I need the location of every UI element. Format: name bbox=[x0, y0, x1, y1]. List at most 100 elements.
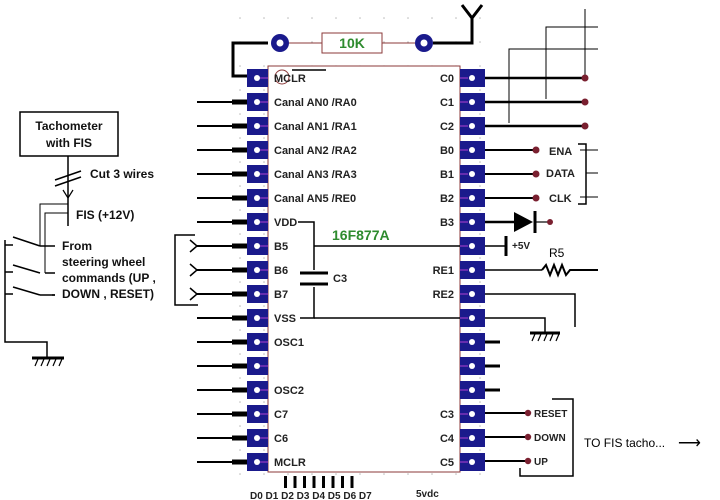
left-circuit: Tachometer with FIS Cut 3 wires FIS (+12… bbox=[4, 111, 199, 367]
fis-bracket bbox=[519, 398, 574, 477]
right-pin bbox=[460, 333, 485, 351]
right-pin-label: C0 bbox=[440, 73, 454, 85]
right-pin: C3 bbox=[440, 405, 485, 423]
right-pin bbox=[460, 381, 485, 399]
steering-line1: From bbox=[62, 239, 92, 253]
left-pin-label: B6 bbox=[274, 265, 288, 277]
lcd-bracket bbox=[578, 143, 587, 205]
steering-line2: steering wheel bbox=[62, 255, 145, 269]
left-pin-label: MCLR bbox=[274, 457, 306, 469]
left-pin-label: VDD bbox=[274, 217, 297, 229]
left-pin-label: C6 bbox=[274, 433, 288, 445]
left-pin-label: B7 bbox=[274, 289, 288, 301]
left-pin-label: B5 bbox=[274, 241, 288, 253]
left-pin: Canal AN0 /RA0 bbox=[197, 93, 357, 111]
lcd-signal-ena: ENA bbox=[549, 146, 572, 158]
right-pin-label: RE1 bbox=[433, 265, 454, 277]
right-pin-label: C3 bbox=[440, 409, 454, 421]
left-pin: Canal AN3 /RA3 bbox=[197, 165, 357, 183]
right-pin: B3 bbox=[440, 213, 485, 231]
left-pin: OSC1 bbox=[197, 333, 304, 351]
left-pin: Canal AN1 /RA1 bbox=[197, 117, 357, 135]
data-bus bbox=[284, 476, 354, 488]
left-pin-label: Canal AN0 /RA0 bbox=[274, 97, 357, 109]
steering-line3: commands (UP , bbox=[62, 271, 156, 285]
right-pin-label: B3 bbox=[440, 217, 454, 229]
left-pin: B6 bbox=[197, 261, 288, 279]
fis-output-reset: RESET bbox=[534, 409, 567, 420]
node-c0 bbox=[581, 74, 589, 82]
left-pin-label: Canal AN1 /RA1 bbox=[274, 121, 357, 133]
left-pin: Canal AN2 /RA2 bbox=[197, 141, 357, 159]
left-pin-label: C7 bbox=[274, 409, 288, 421]
tachometer-line1: Tachometer bbox=[35, 119, 102, 133]
left-pin: C6 bbox=[197, 429, 288, 447]
right-pin-label: RE2 bbox=[433, 289, 454, 301]
right-pin bbox=[460, 237, 485, 255]
right-pin: RE1 bbox=[433, 261, 485, 279]
lcd-signal-clk: CLK bbox=[549, 193, 572, 205]
data-bus-label: D0 D1 D2 D3 D4 D5 D6 D7 bbox=[250, 491, 372, 500]
tachometer-box bbox=[19, 111, 119, 157]
cut-wires-label: Cut 3 wires bbox=[90, 167, 154, 181]
capacitor-c3: C3 bbox=[298, 221, 460, 319]
bus-line bbox=[312, 476, 316, 488]
left-pin: OSC2 bbox=[197, 381, 304, 399]
left-pin: MCLR bbox=[247, 69, 306, 87]
steering-line4: DOWN , RESET) bbox=[62, 287, 154, 301]
bus-line bbox=[322, 476, 325, 488]
bus-line bbox=[331, 476, 335, 488]
switch-2 bbox=[12, 264, 41, 274]
node-c2 bbox=[581, 122, 589, 130]
left-pin: B5 bbox=[197, 237, 288, 255]
left-pin: Canal AN5 /RE0 bbox=[197, 189, 356, 207]
arrow-right-icon: ⟶ bbox=[678, 435, 701, 452]
cut-mark bbox=[54, 170, 82, 181]
bus-line bbox=[284, 476, 287, 488]
switch-1 bbox=[12, 236, 41, 247]
bus-line bbox=[303, 476, 306, 488]
fis-output-up: UP bbox=[534, 457, 548, 468]
supply-5vdc-label: 5vdc bbox=[416, 489, 439, 500]
left-pin-label: OSC2 bbox=[274, 385, 304, 397]
left-pin-label: MCLR bbox=[274, 73, 306, 85]
right-pin-label: C2 bbox=[440, 121, 454, 133]
bus-line bbox=[293, 476, 297, 488]
tachometer-line2: with FIS bbox=[45, 136, 92, 150]
right-pin: RE2 bbox=[433, 285, 485, 303]
chip-name: 16F877A bbox=[332, 227, 390, 243]
resistor-10k-label: 10K bbox=[339, 35, 365, 51]
switch-3 bbox=[12, 286, 41, 296]
left-pin: B7 bbox=[197, 285, 288, 303]
right-pin-label: B0 bbox=[440, 145, 454, 157]
right-pin bbox=[460, 357, 485, 375]
node-c1 bbox=[581, 98, 589, 106]
right-pin: C5 bbox=[440, 453, 485, 471]
fis-target-label: TO FIS tacho... bbox=[584, 436, 665, 450]
right-pin: C4 bbox=[440, 429, 485, 447]
resistor-r5 bbox=[541, 262, 598, 278]
steering-bracket bbox=[174, 234, 198, 306]
right-pin: C2 bbox=[440, 117, 485, 135]
resistor-r5-label: R5 bbox=[549, 246, 565, 260]
left-pin-label: VSS bbox=[274, 313, 296, 325]
left-pin: C7 bbox=[197, 405, 288, 423]
bus-line bbox=[341, 476, 344, 488]
left-pin-label: Canal AN3 /RA3 bbox=[274, 169, 357, 181]
left-pin: VDD bbox=[197, 213, 297, 231]
right-pin: B0 bbox=[440, 141, 485, 159]
right-pin-label: C5 bbox=[440, 457, 454, 469]
right-pin: B1 bbox=[440, 165, 485, 183]
right-pin-label: B1 bbox=[440, 169, 454, 181]
left-pin-label: Canal AN5 /RE0 bbox=[274, 193, 356, 205]
supply-label: +5V bbox=[512, 241, 530, 252]
capacitor-label: C3 bbox=[333, 273, 347, 285]
left-pin-label: OSC1 bbox=[274, 337, 304, 349]
right-pin: C1 bbox=[440, 93, 485, 111]
top-resistor-assembly: 10K bbox=[231, 4, 484, 78]
left-pin: MCLR bbox=[197, 453, 306, 471]
pic-chip-body bbox=[267, 65, 461, 473]
pin1-marker bbox=[274, 69, 290, 85]
